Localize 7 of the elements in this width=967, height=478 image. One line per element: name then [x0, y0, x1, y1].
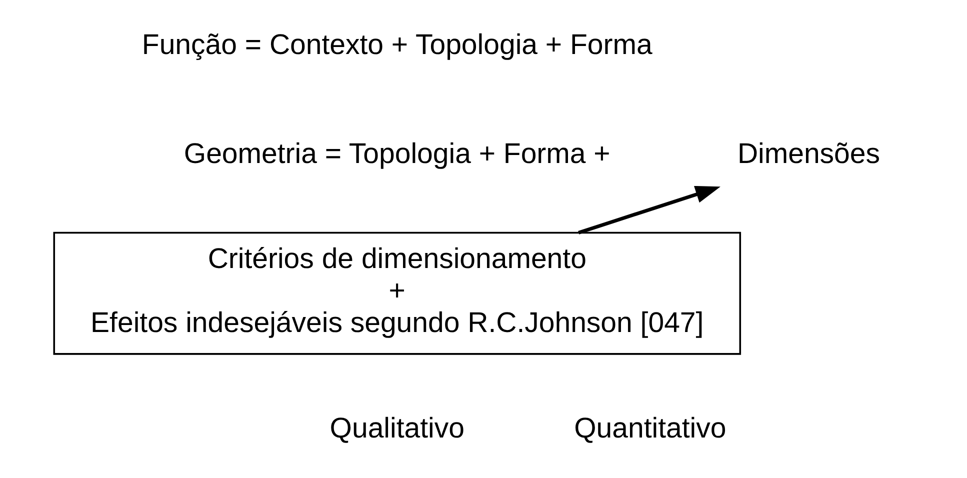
arrow — [578, 186, 720, 234]
label: Qualitativo — [329, 412, 464, 444]
node-text: Dimensões — [736, 138, 880, 170]
label: Geometria = Topologia + Forma + — [183, 138, 610, 170]
node-box: Critérios de dimensionamento + Efeitos indesejáveis segundo R.C.Johnson [047] — [52, 232, 741, 355]
label: Quantitativo — [574, 412, 726, 444]
label: Função = Contexto + Topologia + Forma — [141, 29, 652, 62]
